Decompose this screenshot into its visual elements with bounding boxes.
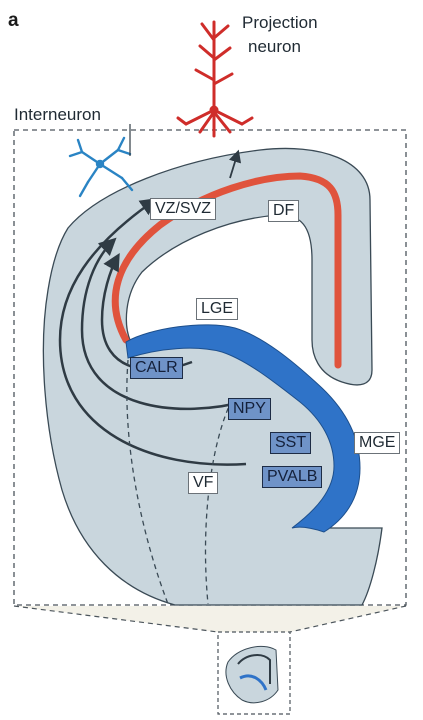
zoom-funnel [14,606,406,632]
sst-marker: SST [270,432,311,454]
projection-neuron-label-line2: neuron [248,38,301,55]
projection-neuron-icon [178,22,252,136]
projection-neuron-label-line1: Projection [242,14,318,31]
calr-marker: CALR [130,357,183,379]
vf-label: VF [188,472,218,494]
vz-svz-label: VZ/SVZ [150,198,216,220]
npy-marker: NPY [228,398,271,420]
mge-label: MGE [354,432,400,454]
interneuron-icon [70,138,132,196]
df-label: DF [268,200,299,222]
panel-label: a [8,10,19,32]
interneuron-label: Interneuron [14,106,101,123]
pvalb-marker: PVALB [262,466,322,488]
lge-label: LGE [196,298,238,320]
